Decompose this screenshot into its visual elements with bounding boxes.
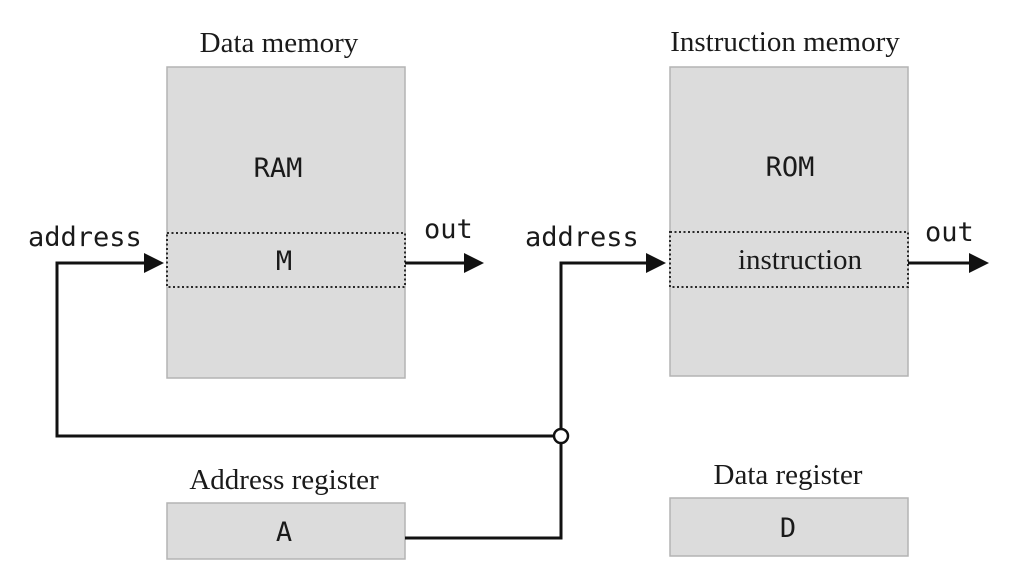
a-register-output-wire [405,436,563,540]
address-register-title: Address register [189,464,379,496]
rom-label: ROM [766,152,815,183]
rom-address-label: address [525,222,639,253]
data-register-title: Data register [714,459,863,491]
rom-block [669,66,909,377]
junction-dot [552,427,570,445]
data-memory-title: Data memory [200,27,359,59]
d-register-label: D [780,513,796,544]
data-memory: Data memory RAM M address out [28,27,473,379]
instruction-memory: Instruction memory ROM instruction addre… [525,26,974,377]
ram-address-wire [55,253,561,438]
d-register-block [669,497,909,557]
ram-label: RAM [254,153,303,184]
rom-address-wire [559,253,666,436]
ram-block [166,66,406,379]
a-register-block [166,502,406,560]
a-register-label: A [276,517,292,548]
instruction-memory-title: Instruction memory [670,26,900,58]
ram-out-label: out [424,214,473,245]
rom-out-label: out [925,217,974,248]
rom-cell-instruction [669,231,909,288]
wires [55,253,989,540]
ram-cell-m [166,232,406,288]
ram-address-label: address [28,222,142,253]
data-register: Data register D [669,459,909,557]
ram-cell-m-label: M [276,246,292,277]
rom-cell-instruction-label: instruction [738,244,863,276]
address-register: Address register A [166,464,406,560]
